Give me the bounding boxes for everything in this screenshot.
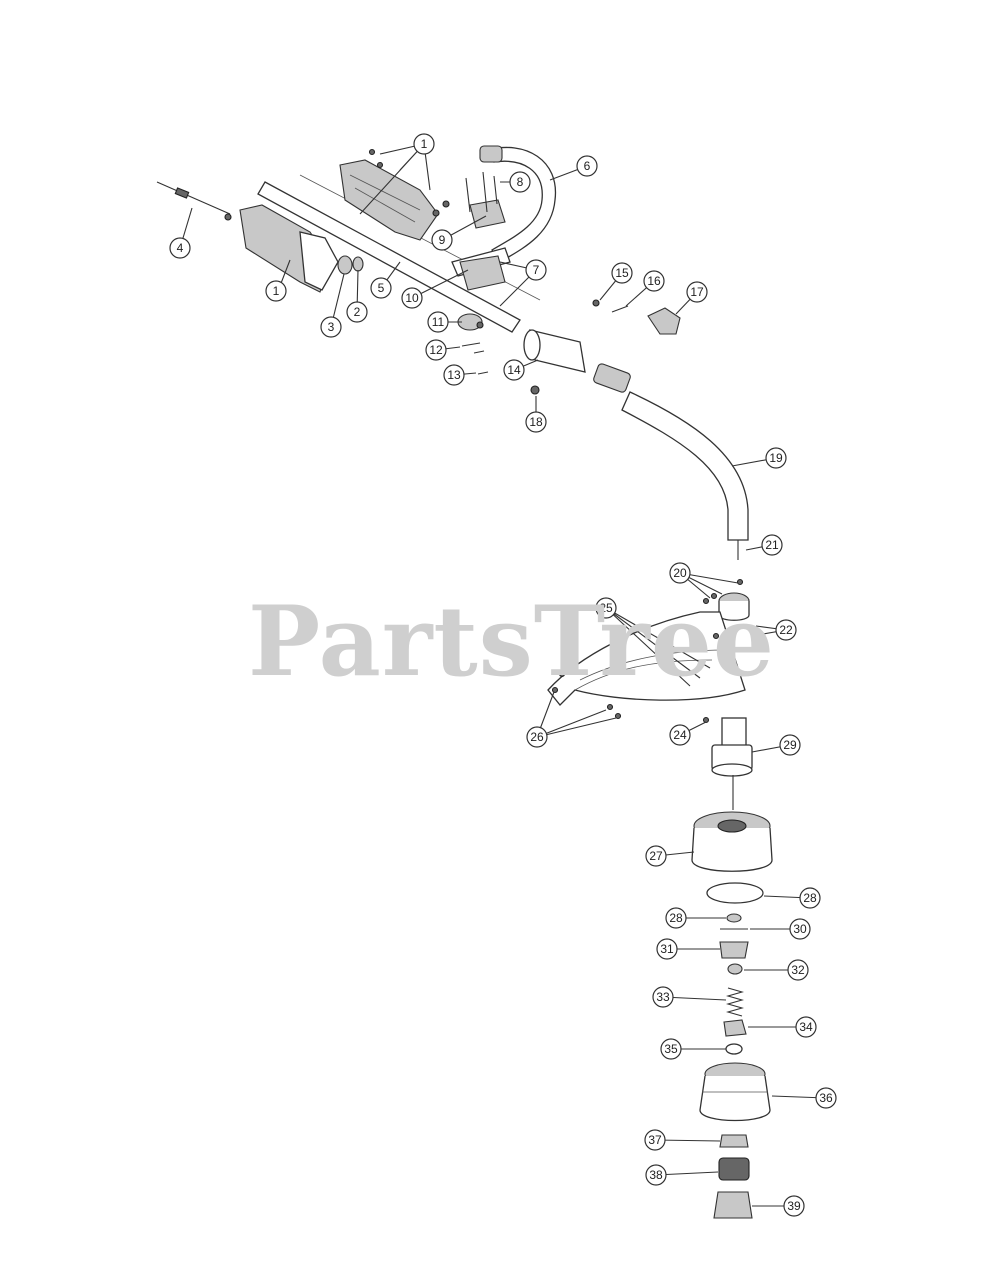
callout-24: 24 xyxy=(669,724,691,746)
svg-text:9: 9 xyxy=(439,233,446,247)
svg-text:31: 31 xyxy=(660,942,674,956)
svg-text:16: 16 xyxy=(647,274,661,288)
shaft-coupler xyxy=(523,299,631,395)
callout-7: 7 xyxy=(525,259,547,281)
throttle-handle-housing xyxy=(239,204,339,293)
svg-text:37: 37 xyxy=(648,1133,662,1147)
callout-32: 32 xyxy=(787,959,809,981)
svg-text:4: 4 xyxy=(177,241,184,255)
svg-text:30: 30 xyxy=(793,922,807,936)
svg-text:1: 1 xyxy=(421,137,428,151)
svg-text:11: 11 xyxy=(432,315,445,329)
svg-text:36: 36 xyxy=(819,1091,833,1105)
spool xyxy=(699,1062,771,1122)
svg-text:18: 18 xyxy=(529,415,543,429)
callout-14: 14 xyxy=(503,359,525,381)
svg-text:13: 13 xyxy=(447,368,461,382)
svg-text:14: 14 xyxy=(507,363,521,377)
svg-text:19: 19 xyxy=(769,451,783,465)
callout-9: 9 xyxy=(431,229,453,251)
callout-28-ring: 28 xyxy=(799,887,821,909)
svg-text:33: 33 xyxy=(656,990,670,1004)
callout-5: 5 xyxy=(370,277,392,299)
gearbox xyxy=(711,717,753,810)
svg-text:3: 3 xyxy=(328,320,335,334)
callout-29: 29 xyxy=(779,734,801,756)
svg-text:27: 27 xyxy=(649,849,663,863)
callout-20: 20 xyxy=(669,562,691,584)
callout-30: 30 xyxy=(789,918,811,940)
handle-bracket xyxy=(339,159,439,241)
svg-text:39: 39 xyxy=(787,1199,801,1213)
callout-21: 21 xyxy=(761,534,783,556)
callout-39: 39 xyxy=(783,1195,805,1217)
callout-31: 31 xyxy=(656,938,678,960)
svg-text:10: 10 xyxy=(405,291,419,305)
callout-1-lower: 1 xyxy=(265,280,287,302)
svg-text:8: 8 xyxy=(517,175,524,189)
svg-text:12: 12 xyxy=(429,343,443,357)
svg-text:21: 21 xyxy=(765,538,779,552)
svg-text:7: 7 xyxy=(533,263,540,277)
svg-text:22: 22 xyxy=(779,623,793,637)
svg-text:1: 1 xyxy=(273,284,280,298)
callout-8: 8 xyxy=(509,171,531,193)
svg-text:15: 15 xyxy=(615,266,629,280)
callout-34: 34 xyxy=(795,1016,817,1038)
loop-handle xyxy=(451,145,557,277)
callout-38: 38 xyxy=(645,1164,667,1186)
svg-text:34: 34 xyxy=(799,1020,813,1034)
head-internals xyxy=(706,882,764,1055)
callout-35: 35 xyxy=(660,1038,682,1060)
svg-text:28: 28 xyxy=(669,911,683,925)
callout-28-washer: 28 xyxy=(665,907,687,929)
wing-knob xyxy=(647,307,681,335)
svg-text:2: 2 xyxy=(354,305,361,319)
svg-text:17: 17 xyxy=(690,285,704,299)
svg-text:24: 24 xyxy=(673,728,687,742)
trimmer-head-housing xyxy=(691,811,773,872)
callout-19: 19 xyxy=(765,447,787,469)
svg-text:25: 25 xyxy=(599,601,613,615)
svg-text:5: 5 xyxy=(378,281,385,295)
svg-text:28: 28 xyxy=(803,891,817,905)
lower-shaft xyxy=(621,391,749,560)
callout-4: 4 xyxy=(169,237,191,259)
svg-text:29: 29 xyxy=(783,738,797,752)
callout-18: 18 xyxy=(525,411,547,433)
svg-text:38: 38 xyxy=(649,1168,663,1182)
callout-13: 13 xyxy=(443,364,465,386)
callout-22: 22 xyxy=(775,619,797,641)
callout-26: 26 xyxy=(526,726,548,748)
handle-clamp xyxy=(459,199,506,291)
callout-36: 36 xyxy=(815,1087,837,1109)
callout-10: 10 xyxy=(401,287,423,309)
callout-2: 2 xyxy=(346,301,368,323)
callout-1-top: 1 xyxy=(413,133,435,155)
callout-6: 6 xyxy=(576,155,598,177)
callout-25: 25 xyxy=(595,597,617,619)
callout-17: 17 xyxy=(686,281,708,303)
svg-text:35: 35 xyxy=(664,1042,678,1056)
callout-16: 16 xyxy=(643,270,665,292)
callout-11: 11 xyxy=(427,311,449,333)
grass-deflector xyxy=(547,611,746,724)
callout-3: 3 xyxy=(320,316,342,338)
callout-27: 27 xyxy=(645,845,667,867)
bump-knob xyxy=(713,1134,753,1219)
callout-33: 33 xyxy=(652,986,674,1008)
throttle-cable xyxy=(156,181,231,215)
callout-12: 12 xyxy=(425,339,447,361)
svg-text:26: 26 xyxy=(530,730,544,744)
callout-15: 15 xyxy=(611,262,633,284)
svg-text:6: 6 xyxy=(584,159,591,173)
shaft-clamp xyxy=(702,578,750,621)
svg-text:20: 20 xyxy=(673,566,687,580)
svg-text:32: 32 xyxy=(791,963,805,977)
callout-37: 37 xyxy=(644,1129,666,1151)
